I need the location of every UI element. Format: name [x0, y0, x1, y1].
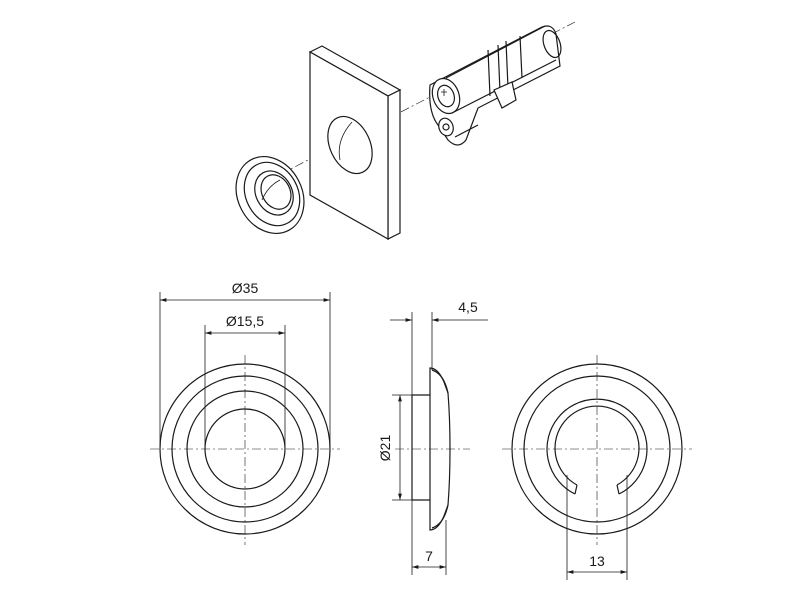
inner-diameter-label: Ø15,5 — [226, 313, 264, 329]
assembly-axis-line — [249, 21, 576, 191]
exploded-view — [235, 21, 576, 241]
rosette-isometric — [235, 156, 305, 234]
front-view-rosette: Ø35 Ø15,5 — [150, 280, 340, 545]
side-view-rosette: 4,5 Ø21 7 — [377, 299, 488, 575]
thickness-label: 4,5 — [458, 299, 478, 315]
rear-view-rosette: 13 — [502, 355, 692, 580]
slot-width-label: 13 — [589, 553, 605, 569]
boss-diameter-label: Ø21 — [377, 435, 393, 462]
door-plate-isometric — [308, 45, 402, 241]
outer-diameter-label: Ø35 — [232, 280, 259, 296]
euro-cylinder-isometric — [429, 25, 562, 146]
depth-label: 7 — [425, 548, 433, 564]
